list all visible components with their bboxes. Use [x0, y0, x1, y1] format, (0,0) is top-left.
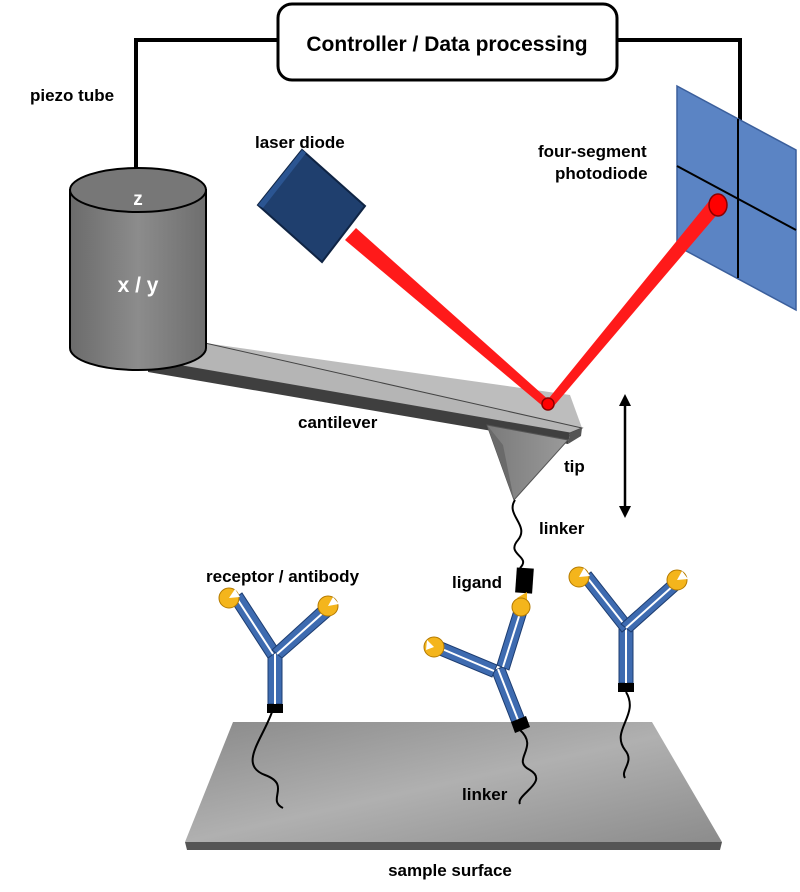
piezo-xy-label: x / y: [118, 274, 159, 297]
vertical-motion-arrow: [619, 394, 631, 518]
controller-label: Controller / Data processing: [306, 33, 587, 56]
sample-surface: [185, 722, 722, 850]
tip: [486, 424, 569, 501]
incident-laser-beam: [345, 228, 551, 408]
photodiode-label-line1: four-segment: [538, 142, 647, 161]
reflected-laser-beam: [545, 200, 726, 407]
piezo-tube-label: piezo tube: [30, 86, 114, 105]
cantilever-label: cantilever: [298, 413, 378, 432]
tip-label: tip: [564, 457, 585, 476]
piezo-cylinder: z x / y: [69, 167, 207, 371]
cantilever: [147, 342, 584, 444]
laser-beams: [345, 193, 728, 411]
laser-diode: [256, 148, 367, 264]
piezo-z-label: z: [133, 189, 143, 210]
photodiode-label-line2: photodiode: [555, 164, 648, 183]
photodiode: [676, 84, 797, 312]
antibody-middle: [423, 597, 538, 805]
antibody-left: [218, 587, 339, 809]
sample-surface-label: sample surface: [388, 861, 512, 880]
laser-diode-label: laser diode: [255, 133, 345, 152]
tip-linker-curve: [511, 499, 524, 569]
receptor-antibody-label: receptor / antibody: [206, 567, 360, 586]
antibody-right: [568, 566, 688, 779]
controller-wires: [134, 38, 742, 170]
tip-linker-label: linker: [539, 519, 585, 538]
surface-linker-label: linker: [462, 785, 508, 804]
cantilever-laser-spot: [541, 397, 555, 411]
ligand-label: ligand: [452, 573, 502, 592]
ligand: [515, 567, 534, 602]
photodiode-laser-spot: [708, 193, 728, 217]
controller-box: Controller / Data processing: [276, 2, 619, 82]
